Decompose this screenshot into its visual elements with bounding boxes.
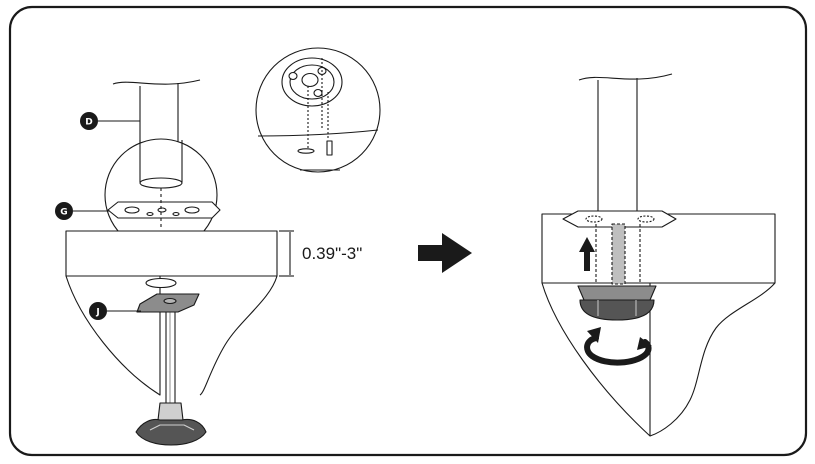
knob-installed xyxy=(577,285,657,321)
callout-j-label: J xyxy=(95,308,99,318)
grommet-magnifier xyxy=(104,138,221,252)
rod-hidden xyxy=(595,223,641,285)
callout-g: G xyxy=(55,202,73,220)
right-step-illustration xyxy=(541,73,776,437)
left-step-illustration xyxy=(65,47,381,446)
grommet-installed xyxy=(562,210,677,228)
right-arrow-icon xyxy=(418,233,472,273)
tightening-knob xyxy=(135,402,207,446)
pole-installed xyxy=(578,73,673,214)
pole-base-magnifier xyxy=(255,47,381,173)
rotate-icon xyxy=(584,327,652,366)
callout-d-label: D xyxy=(85,118,92,128)
desk-top-left xyxy=(65,230,278,396)
callout-g-label: G xyxy=(60,208,67,218)
thickness-dimension-label: 0.39"-3" xyxy=(302,244,362,263)
desk-top-right xyxy=(541,213,776,437)
threaded-rod xyxy=(165,312,176,403)
up-arrow-icon xyxy=(579,237,595,271)
callout-d: D xyxy=(80,112,98,130)
clamp-plate-j xyxy=(136,293,200,313)
diagram-frame xyxy=(8,5,808,457)
thickness-dimension xyxy=(279,230,294,277)
callout-j: J xyxy=(89,302,107,320)
